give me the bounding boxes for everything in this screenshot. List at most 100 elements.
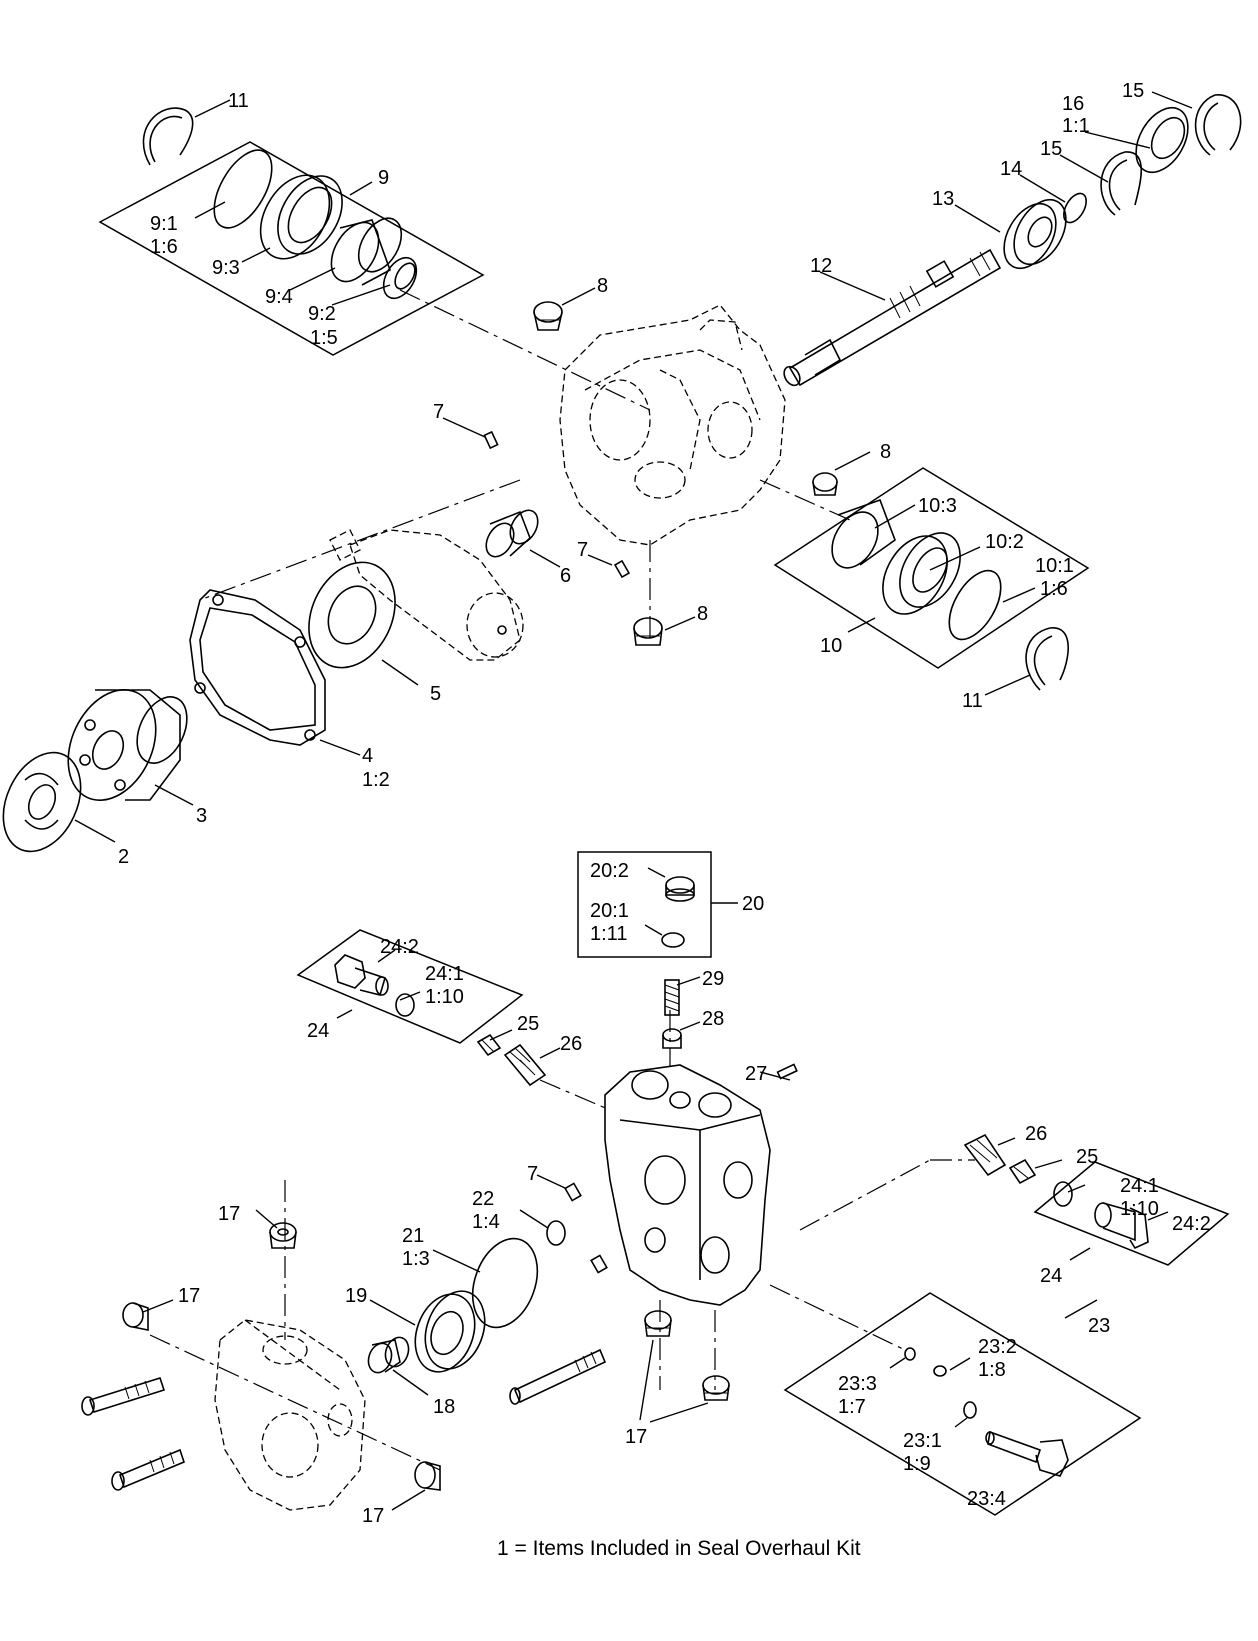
bolt-left-lower bbox=[111, 1448, 185, 1491]
label-21: 21 bbox=[402, 1225, 424, 1247]
sleeve-9-4 bbox=[330, 217, 403, 286]
piston-9-3 bbox=[259, 174, 343, 260]
label-10-2: 10:2 bbox=[985, 531, 1024, 553]
plug-17-top bbox=[269, 1222, 297, 1249]
label-25-right: 25 bbox=[1076, 1146, 1098, 1168]
label-9: 9 bbox=[378, 167, 389, 189]
o-ring-10-1 bbox=[948, 569, 1002, 641]
gasket-4 bbox=[189, 589, 326, 746]
label-23-3-kit: 1:7 bbox=[838, 1396, 866, 1418]
label-6: 6 bbox=[560, 565, 571, 587]
label-13: 13 bbox=[932, 188, 954, 210]
labels-bottom: 20:2 20:1 1:11 20 24:2 24:1 1:10 24 29 2… bbox=[178, 860, 1211, 1527]
label-23: 23 bbox=[1088, 1315, 1110, 1337]
label-20: 20 bbox=[742, 893, 764, 915]
bolt-left-upper bbox=[81, 1377, 166, 1416]
o-ring-24-1-right bbox=[1053, 1181, 1073, 1207]
o-ring-23-3 bbox=[904, 1347, 916, 1361]
label-9-3: 9:3 bbox=[212, 257, 240, 279]
o-ring-21 bbox=[471, 1237, 539, 1329]
dowel-pin-7-lower bbox=[590, 1254, 608, 1274]
label-3: 3 bbox=[196, 805, 207, 827]
label-19: 19 bbox=[345, 1285, 367, 1307]
label-7-mid: 7 bbox=[577, 539, 588, 561]
kit-box-10 bbox=[773, 467, 1090, 669]
label-22: 22 bbox=[472, 1188, 494, 1210]
dowel-pin-7-mid bbox=[613, 559, 631, 579]
label-2: 2 bbox=[118, 846, 129, 868]
footnote-seal-kit: 1 = Items Included in Seal Overhaul Kit bbox=[497, 1537, 861, 1560]
relief-cartridge-23-4 bbox=[985, 1430, 1069, 1477]
snap-ring-14 bbox=[1063, 192, 1087, 224]
label-17-center: 17 bbox=[625, 1426, 647, 1448]
label-26-right: 26 bbox=[1025, 1123, 1047, 1145]
label-8-top: 8 bbox=[597, 275, 608, 297]
label-23-2-kit: 1:8 bbox=[978, 1359, 1006, 1381]
label-29: 29 bbox=[702, 968, 724, 990]
axis-lines bbox=[149, 289, 975, 1471]
label-11-top: 11 bbox=[228, 90, 249, 112]
plug-17-left bbox=[122, 1302, 149, 1331]
label-23-3: 23:3 bbox=[838, 1373, 877, 1395]
thrust-plate-5 bbox=[308, 561, 396, 669]
bushing-6 bbox=[485, 509, 539, 558]
label-10-1-kit: 1:6 bbox=[1040, 578, 1068, 600]
pump-housing-top bbox=[559, 304, 786, 546]
rear-cover bbox=[214, 1319, 366, 1511]
label-28: 28 bbox=[702, 1008, 724, 1030]
label-9-2-kit: 1:5 bbox=[310, 327, 338, 349]
label-20-2: 20:2 bbox=[590, 860, 629, 882]
retaining-ring-15-mid bbox=[1100, 151, 1143, 216]
seal-16 bbox=[1135, 106, 1189, 174]
label-9-4: 9:4 bbox=[265, 286, 293, 308]
label-23-2: 23:2 bbox=[978, 1336, 1017, 1358]
poppet-25-right bbox=[1008, 1158, 1037, 1185]
retaining-ring-11-bottom bbox=[1025, 627, 1069, 691]
center-valve-body bbox=[604, 1064, 771, 1306]
label-24-2-right: 24:2 bbox=[1172, 1213, 1211, 1235]
label-24-1-right: 24:1 bbox=[1120, 1175, 1159, 1197]
label-17-bottom: 17 bbox=[362, 1505, 384, 1527]
seal-9-2 bbox=[382, 256, 418, 300]
retaining-ring-15-right bbox=[1194, 94, 1242, 156]
label-7-bottom: 7 bbox=[527, 1163, 538, 1185]
label-18: 18 bbox=[433, 1396, 455, 1418]
o-ring-23-1 bbox=[963, 1401, 977, 1419]
plug-8-top bbox=[533, 301, 563, 331]
plug-24-2-left bbox=[334, 954, 389, 996]
dowel-pin-7-bottom bbox=[564, 1182, 582, 1202]
spring-29 bbox=[664, 979, 680, 1016]
label-21-kit: 1:3 bbox=[402, 1248, 430, 1270]
label-5: 5 bbox=[430, 683, 441, 705]
label-24-2-left: 24:2 bbox=[380, 936, 419, 958]
label-23-4: 23:4 bbox=[967, 1488, 1006, 1510]
label-27: 27 bbox=[745, 1063, 767, 1085]
plug-20-2 bbox=[665, 876, 695, 902]
plug-8-bottom bbox=[633, 617, 663, 646]
leaders-bottom bbox=[142, 867, 1169, 1511]
piston-10-2 bbox=[882, 532, 961, 615]
label-8-bottom: 8 bbox=[697, 603, 708, 625]
label-11-bottom: 11 bbox=[962, 690, 983, 712]
relief-valve-26-right bbox=[963, 1133, 1007, 1177]
port-plate-2 bbox=[2, 751, 82, 853]
poppet-25-left bbox=[476, 1033, 502, 1057]
label-10-1: 10:1 bbox=[1035, 555, 1074, 577]
label-10: 10 bbox=[820, 635, 842, 657]
plug-17-center-a bbox=[644, 1310, 672, 1337]
plug-8-right bbox=[812, 472, 838, 496]
label-24-1-left: 24:1 bbox=[425, 963, 464, 985]
label-9-1-kit: 1:6 bbox=[150, 236, 178, 258]
label-24-left: 24 bbox=[307, 1020, 329, 1042]
shaft-12 bbox=[783, 248, 1002, 387]
bolt-center bbox=[509, 1348, 607, 1405]
label-23-1: 23:1 bbox=[903, 1430, 942, 1452]
poppet-28 bbox=[662, 1028, 682, 1049]
label-24-right: 24 bbox=[1040, 1265, 1062, 1287]
label-26-left: 26 bbox=[560, 1033, 582, 1055]
cylinder-block-3 bbox=[67, 688, 188, 802]
kit-box-24-left bbox=[296, 929, 524, 1044]
o-ring-20-1 bbox=[661, 932, 685, 948]
label-17-left: 17 bbox=[178, 1285, 200, 1307]
